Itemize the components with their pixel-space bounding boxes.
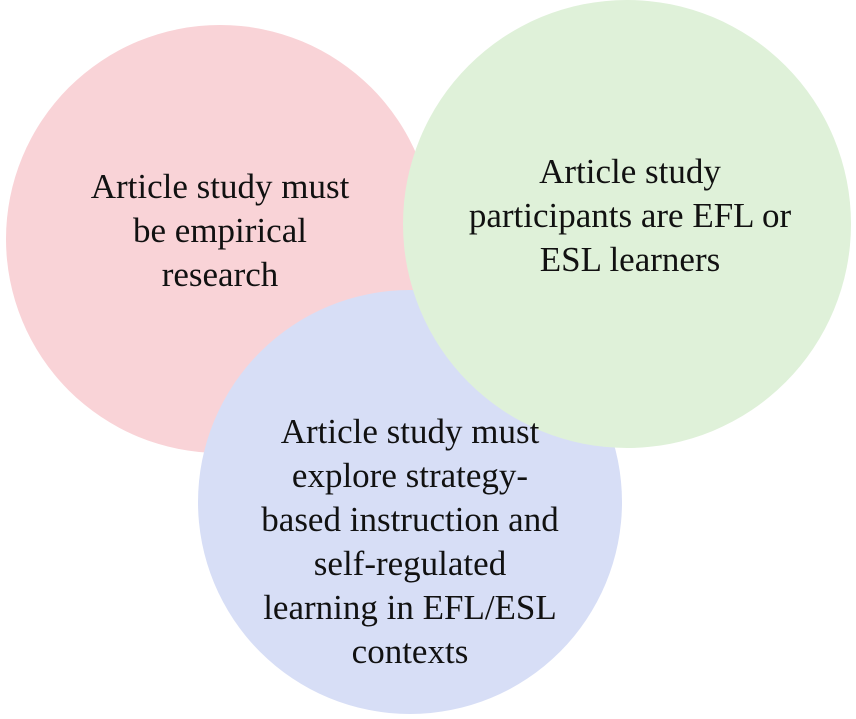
strategy-instruction-label: Article study must explore strategy- bas… (261, 412, 559, 671)
efl-esl-participants-label: Article study participants are EFL or ES… (468, 152, 792, 279)
empirical-research-label: Article study must be empirical research (90, 167, 350, 294)
efl-esl-participants-circle (403, 0, 851, 448)
